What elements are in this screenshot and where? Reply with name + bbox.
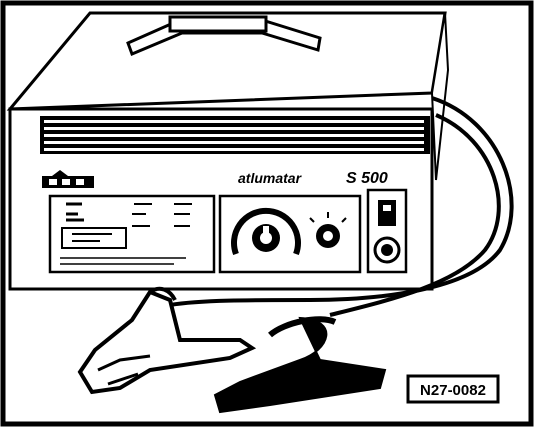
device-model-label: S 500 [346, 170, 388, 187]
negative-clamp [77, 286, 257, 395]
ventilation-grille [40, 116, 430, 154]
power-switch [378, 200, 396, 226]
device-brand-label: atlumatar [238, 170, 303, 186]
reference-code: N27-0082 [420, 382, 486, 399]
current-scale-arc [231, 207, 301, 256]
positive-clamp [213, 316, 387, 414]
carrying-handle [126, 15, 322, 56]
instruction-panel [48, 194, 216, 274]
brand-logo [42, 170, 94, 188]
housing-side [430, 12, 450, 181]
switch-panel [366, 188, 408, 274]
control-panel [218, 194, 362, 274]
reference-code-box [406, 374, 500, 404]
charging-cables [169, 96, 514, 317]
